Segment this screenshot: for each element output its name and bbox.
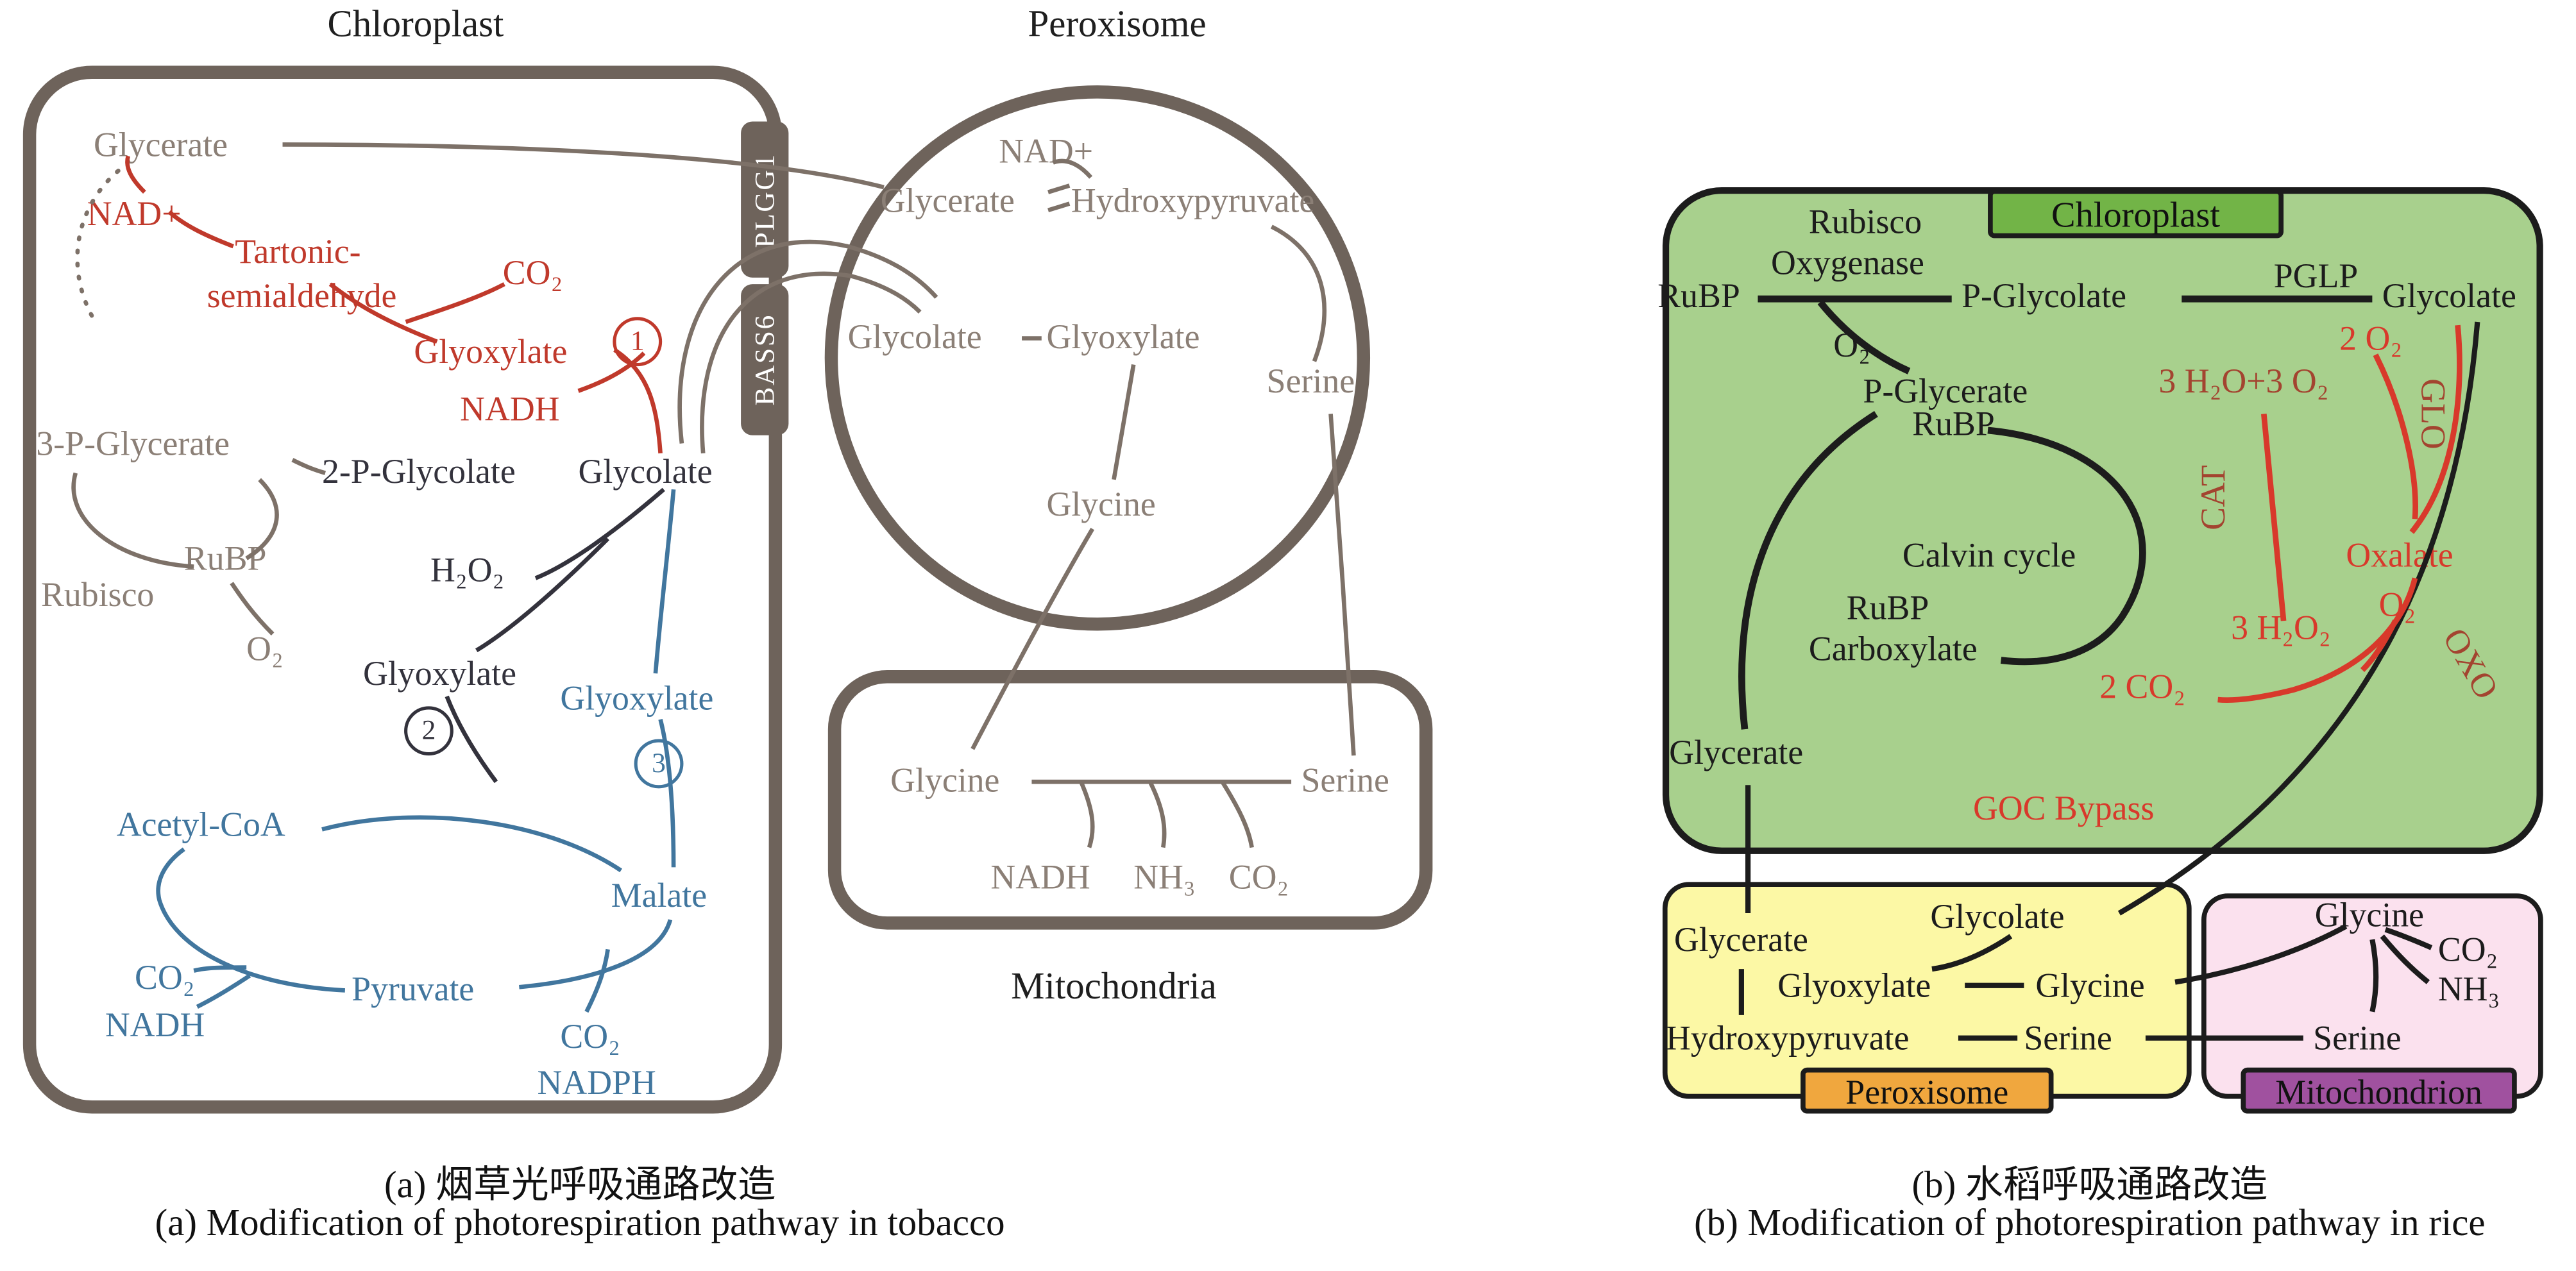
label-glycine-pink: Glycine [2314, 895, 2425, 935]
label-2pg: 2-P-Glycolate [321, 451, 516, 491]
label-glycine-mito: Glycine [890, 760, 1000, 800]
label-glycolate-green-b: Glycolate [2382, 276, 2516, 316]
label-nh3-pink: NH₃ [2437, 969, 2500, 1009]
label-tartronic-line2: semialdehyde [207, 276, 397, 316]
mitochondrion-tab-b: Mitochondrion [2241, 1067, 2517, 1114]
label-o2-red-b: O₂ [2378, 584, 2416, 625]
label-glycolate-perox: Glycolate [847, 317, 982, 357]
label-glyoxylate-black: Glyoxylate [363, 653, 517, 693]
label-rubp-top-b: RuBP [1657, 276, 1740, 316]
label-co2-red: CO₂ [502, 253, 563, 292]
label-3h2o-3o2-b: 3 H₂O+3 O₂ [2158, 361, 2329, 401]
caption-a-chinese: (a) 烟草光呼吸通路改造 [384, 1164, 776, 1206]
peroxisome-tab-b: Peroxisome [1801, 1067, 2054, 1114]
label-hydroxypyruvate-yellow: Hydroxypyruvate [1666, 1018, 1910, 1058]
label-nadph: NADPH [537, 1063, 656, 1102]
label-nadh-mito: NADH [990, 857, 1090, 897]
label-p-glycerate-b: P-Glycerate [1863, 371, 2028, 411]
label-glycolate-a: Glycolate [578, 451, 713, 491]
chloroplast-tab-b: Chloroplast [1988, 189, 2284, 239]
label-glo-enzyme: GLO [2413, 378, 2453, 450]
label-co2-blue-right: CO₂ [560, 1016, 620, 1056]
label-pyruvate: Pyruvate [352, 969, 475, 1009]
label-oxalate: Oxalate [2346, 535, 2453, 575]
label-glycerate-perox: Glycerate [880, 180, 1015, 221]
chloroplast-title: Chloroplast [327, 3, 504, 45]
label-nad-plus-perox: NAD+ [999, 131, 1094, 171]
caption-b-english: (b) Modification of photorespiration pat… [1694, 1202, 2486, 1243]
label-co2-pink: CO₂ [2437, 929, 2498, 970]
label-cat-enzyme: CAT [2193, 465, 2233, 530]
label-carboxylate-b: Carboxylate [1808, 628, 1978, 669]
label-acetyl-coa: Acetyl-CoA [116, 804, 285, 845]
label-serine-pink: Serine [2313, 1018, 2402, 1058]
label-serine-perox: Serine [1266, 361, 1355, 401]
label-h2o2: H₂O₂ [430, 550, 505, 590]
mitochondria-title: Mitochondria [1011, 965, 1217, 1007]
label-serine-mito: Serine [1301, 760, 1389, 800]
label-o2-a: O₂ [246, 628, 284, 669]
caption-b-chinese: (b) 水稻呼吸通路改造 [1911, 1164, 2268, 1206]
label-3pg: 3-P-Glycerate [36, 423, 230, 464]
label-glyoxylate-yellow: Glyoxylate [1777, 965, 1931, 1006]
label-oxygenase-b: Oxygenase [1770, 243, 1924, 283]
label-glyoxylate-red: Glyoxylate [414, 332, 568, 371]
label-o2-b: O₂ [1833, 325, 1870, 365]
label-rubp-a: RuBP [183, 539, 267, 578]
label-glycine-perox: Glycine [1046, 484, 1156, 525]
bass6-label: BASS6 [748, 314, 780, 406]
plgg1-label: PLGG1 [748, 152, 780, 248]
label-3h2o2-b: 3 H₂O₂ [2231, 607, 2331, 648]
mitochondria-membrane-a [827, 669, 1433, 930]
label-nh3-mito: NH₃ [1133, 857, 1196, 897]
label-rubisco-b: Rubisco [1808, 202, 1922, 242]
label-co2-blue-left: CO₂ [135, 957, 195, 997]
label-nadh-red: NADH [460, 389, 560, 429]
label-tartronic-line1: Tartonic- [235, 231, 361, 271]
label-glyoxylate-blue: Glyoxylate [560, 678, 714, 718]
peroxisome-membrane-a [824, 85, 1371, 631]
label-nadh-blue: NADH [105, 1005, 205, 1045]
pathway-step-1-badge: 1 [613, 317, 663, 367]
label-nad-plus-a: NAD+ [87, 194, 182, 233]
label-serine-yellow: Serine [2024, 1018, 2112, 1058]
label-p-glycolate-b: P-Glycolate [1962, 276, 2126, 316]
peroxisome-title: Peroxisome [1028, 3, 1207, 45]
label-glyoxylate-perox: Glyoxylate [1046, 317, 1200, 357]
label-glycolate-yellow: Glycolate [1930, 896, 2065, 936]
label-goc-bypass: GOC Bypass [1973, 788, 2155, 828]
pathway-step-3-badge: 3 [634, 739, 684, 789]
label-glycerate-a: Glycerate [93, 124, 228, 165]
label-co2-mito: CO₂ [1228, 857, 1289, 897]
pathway-step-2-badge: 2 [404, 706, 453, 756]
label-pglp-b: PGLP [2273, 256, 2359, 296]
label-glycine-yellow: Glycine [2035, 965, 2145, 1006]
label-hydroxypyruvate-perox: Hydroxypyruvate [1071, 180, 1315, 221]
label-2co2-b: 2 CO₂ [2099, 666, 2186, 707]
label-rubp-bottom-b: RuBP [1846, 587, 1929, 628]
caption-a-english: (a) Modification of photorespiration pat… [155, 1202, 1005, 1243]
label-2o2-b: 2 O₂ [2339, 318, 2403, 358]
bass6-transporter: BASS6 [741, 284, 789, 435]
plgg1-transporter: PLGG1 [741, 121, 789, 278]
label-malate: Malate [611, 875, 708, 915]
label-rubisco-a: Rubisco [41, 575, 155, 614]
label-glycerate-yellow: Glycerate [1674, 920, 1808, 959]
label-rubp-mid-b: RuBP [1912, 404, 1995, 444]
label-calvin-cycle: Calvin cycle [1902, 535, 2076, 575]
label-glycerate-green-b: Glycerate [1669, 732, 1804, 772]
